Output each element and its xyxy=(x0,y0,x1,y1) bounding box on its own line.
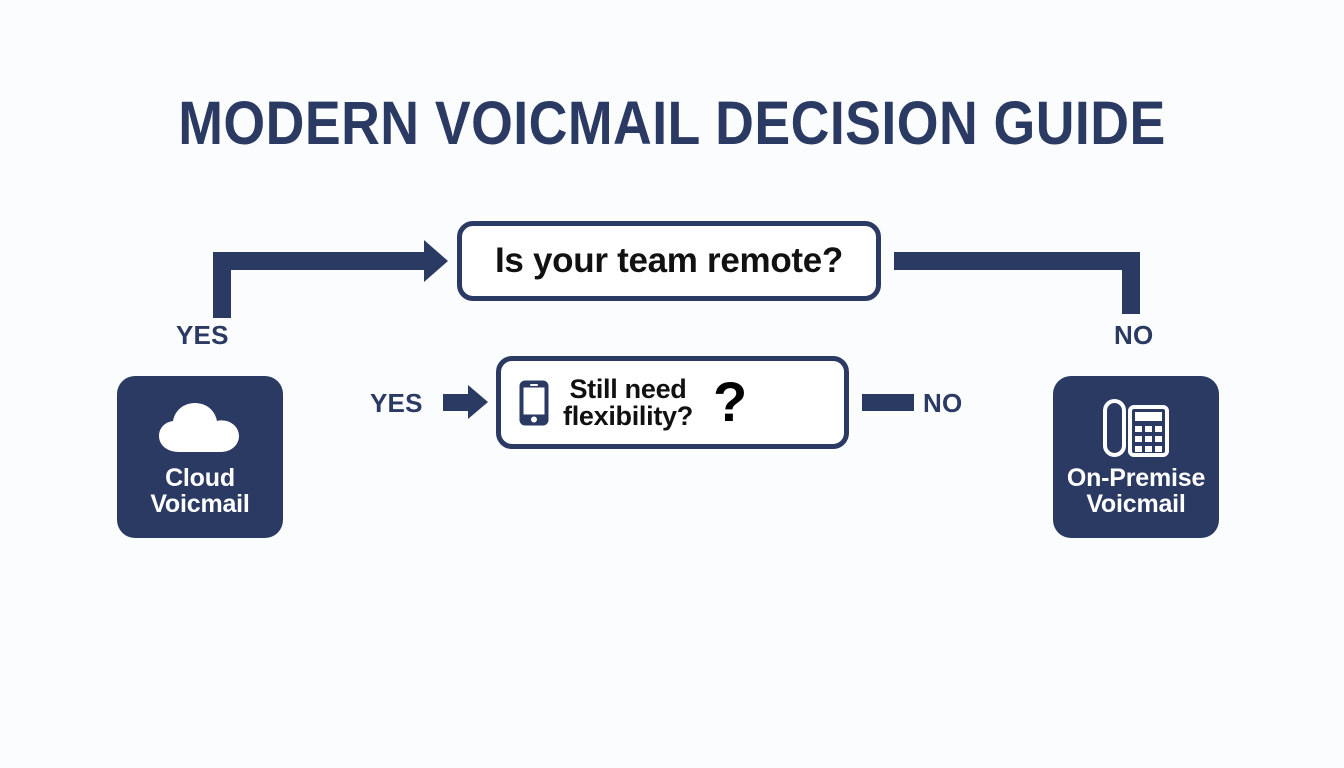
question-mark-glyph: ? xyxy=(712,369,748,433)
edge-remote-yes-arrowhead xyxy=(424,240,448,282)
edge-flexibility-yes-shaft xyxy=(443,394,469,411)
smartphone-icon xyxy=(519,380,549,426)
edge-remote-yes-horizontal xyxy=(213,252,425,270)
edge-flexibility-no-shaft xyxy=(862,394,914,411)
edge-remote-yes-vertical xyxy=(213,258,231,318)
cloud-label-line2: Voicmail xyxy=(150,490,250,518)
cloud-label-line1: Cloud xyxy=(165,463,235,492)
onprem-label-line2: Voicmail xyxy=(1086,490,1186,518)
edge-label-remote-no: NO xyxy=(1114,320,1154,350)
desk-phone-icon xyxy=(1101,397,1171,459)
decision-is-team-remote-label: Is your team remote? xyxy=(495,241,843,280)
flexibility-label-line1: Still need xyxy=(569,373,687,404)
edge-label-flexibility-yes: YES xyxy=(370,388,423,418)
decision-still-need-flexibility-label: Still need flexibility? xyxy=(563,373,693,431)
onprem-label-line1: On-Premise xyxy=(1066,463,1206,492)
outcome-cloud-voicmail[interactable]: Cloud Voicmail xyxy=(117,376,283,538)
edge-label-remote-yes: YES xyxy=(176,320,229,350)
edge-flexibility-yes-arrowhead xyxy=(468,385,488,419)
decision-still-need-flexibility[interactable]: Still need flexibility? ? xyxy=(496,356,849,449)
cloud-icon xyxy=(157,397,243,459)
edge-remote-no-horizontal xyxy=(894,252,1140,270)
outcome-on-premise-voicmail-label: On-Premise Voicmail xyxy=(1066,463,1206,518)
decision-is-team-remote[interactable]: Is your team remote? xyxy=(457,221,881,301)
outcome-cloud-voicmail-label: Cloud Voicmail xyxy=(150,463,250,518)
edge-label-flexibility-no: NO xyxy=(923,388,963,418)
outcome-on-premise-voicmail[interactable]: On-Premise Voicmail xyxy=(1053,376,1219,538)
page-title: MODERN VOICMAIL DECISION GUIDE xyxy=(178,89,1166,157)
edge-remote-no-vertical xyxy=(1122,252,1140,314)
flexibility-label-line2: flexibility? xyxy=(563,400,693,431)
